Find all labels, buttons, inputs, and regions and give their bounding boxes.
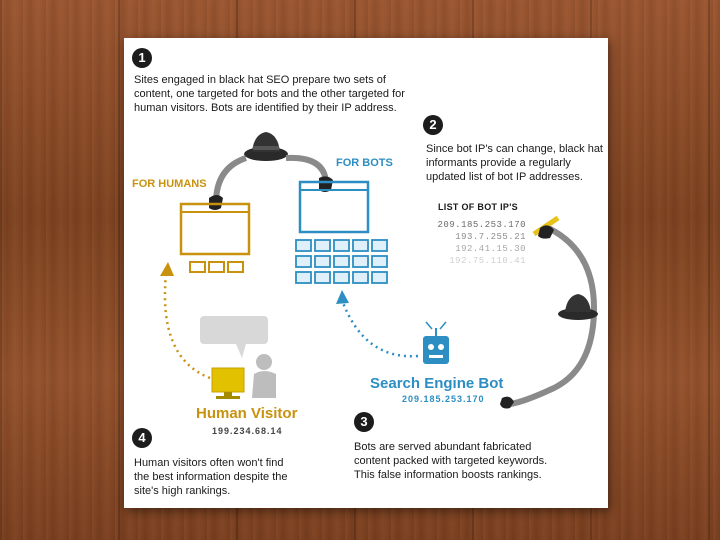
arm-right-side	[509, 223, 598, 407]
step-4-text: Human visitors often won't find the best…	[134, 456, 334, 498]
step-1-badge: 1	[132, 48, 152, 68]
bot-browser-window-icon	[298, 180, 370, 234]
step-1-line-2: content, one targeted for bots and the o…	[134, 88, 405, 100]
step-3-badge: 3	[354, 412, 374, 432]
speech-bubble-icon	[200, 316, 268, 358]
black-hat-icon-top	[244, 132, 288, 161]
for-humans-label: FOR HUMANS	[132, 178, 207, 190]
human-visitor-label: Human Visitor	[196, 405, 298, 422]
step-4-line-3: site's high rankings.	[134, 485, 231, 497]
human-browser-window-icon	[179, 202, 251, 273]
step-4-line-1: Human visitors often won't find	[134, 457, 284, 469]
step-2-badge: 2	[423, 115, 443, 135]
step-1-line-3: human visitors. Bots are identified by t…	[134, 102, 397, 114]
black-hat-icon-right	[558, 294, 598, 320]
step-1-text: Sites engaged in black hat SEO prepare t…	[134, 73, 434, 115]
human-arrow-head-icon	[160, 262, 174, 276]
bot-ip-list-title: LIST OF BOT IP'S	[438, 202, 518, 212]
step-1-line-1: Sites engaged in black hat SEO prepare t…	[134, 74, 386, 86]
for-bots-label: FOR BOTS	[336, 157, 393, 169]
bot-ip-4: 192.75.110.41	[449, 256, 526, 266]
pencil-icon	[532, 215, 560, 239]
bot-arrow	[340, 299, 419, 358]
bot-arrow-head-icon	[336, 290, 349, 304]
glove-bottom-icon	[500, 396, 514, 409]
robot-bot-icon	[423, 321, 449, 364]
step-2-line-2: informants provide a regularly	[426, 157, 571, 169]
glove-right-icon	[319, 176, 333, 192]
bot-ip-3: 192.41.15.30	[455, 244, 526, 254]
step-2-text: Since bot IP's can change, black hat inf…	[426, 142, 606, 184]
diagram-graphics	[160, 132, 598, 409]
search-engine-bot-label: Search Engine Bot	[370, 375, 504, 392]
step-4-line-2: the best information despite the	[134, 471, 288, 483]
step-2-line-1: Since bot IP's can change, black hat	[426, 143, 603, 155]
search-engine-bot-ip: 209.185.253.170	[402, 394, 485, 404]
human-visitor-icon	[211, 354, 276, 399]
step-2-line-3: updated list of bot IP addresses.	[426, 171, 583, 183]
step-4-badge: 4	[132, 428, 152, 448]
bot-ip-2: 193.7.255.21	[455, 232, 526, 242]
bot-ip-1: 209.185.253.170	[437, 220, 526, 230]
human-visitor-ip: 199.234.68.14	[212, 426, 283, 436]
step-3-line-1: Bots are served abundant fabricated	[354, 441, 532, 453]
step-3-line-3: This false information boosts rankings.	[354, 469, 542, 481]
step-3-line-2: content packed with targeted keywords.	[354, 455, 548, 467]
infographic-sheet: 1 Sites engaged in black hat SEO prepare…	[124, 38, 608, 508]
step-3-text: Bots are served abundant fabricated cont…	[354, 440, 594, 482]
bot-ip-list: 209.185.253.170 193.7.255.21 192.41.15.3…	[424, 219, 526, 267]
glove-left-icon	[209, 195, 223, 210]
bot-content-grid-icon	[295, 239, 388, 284]
